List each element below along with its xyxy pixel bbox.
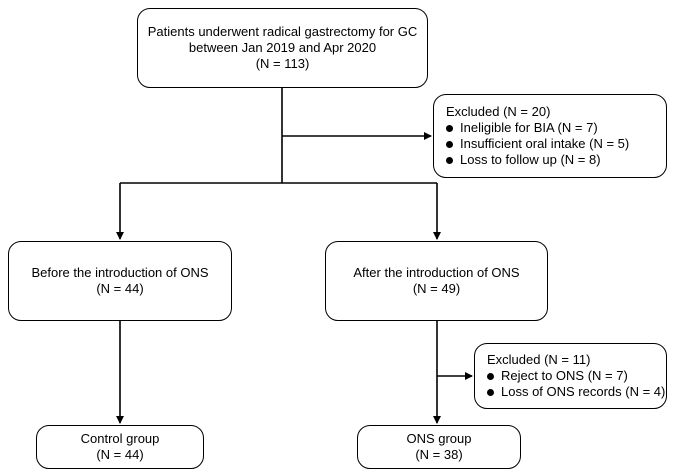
exclusion-2-title: Excluded (N = 11) xyxy=(487,352,591,367)
exclusion-1-item-text: Loss to follow up (N = 8) xyxy=(460,152,601,167)
before-ons-count: (N = 44) xyxy=(96,281,144,296)
exclusion-2-item-text: Reject to ONS (N = 7) xyxy=(501,368,628,383)
control-group-box: Control group (N = 44) xyxy=(36,425,204,469)
ons-group-count: (N = 38) xyxy=(415,447,463,462)
after-ons-count: (N = 49) xyxy=(412,281,461,296)
after-ons-box: After the introduction of ONS (N = 49) xyxy=(325,241,548,321)
exclusion-1-title: Excluded (N = 20) xyxy=(446,104,551,119)
exclusion-2-item-text: Loss of ONS records (N = 4) xyxy=(501,384,666,399)
before-ons-label: Before the introduction of ONS xyxy=(31,265,209,280)
control-group-count: (N = 44) xyxy=(96,447,144,462)
exclusion-1-item: Loss to follow up (N = 8) xyxy=(446,152,666,168)
exclusion-2-item: Reject to ONS (N = 7) xyxy=(487,368,666,384)
exclusion-1-item: Ineligible for BIA (N = 7) xyxy=(446,120,666,136)
enrollment-box: Patients underwent radical gastrectomy f… xyxy=(137,8,428,88)
bullet-icon xyxy=(446,140,453,148)
ons-group-box: ONS group (N = 38) xyxy=(357,425,521,469)
exclusion-box-1: Excluded (N = 20) Ineligible for BIA (N … xyxy=(433,94,667,178)
control-group-label: Control group xyxy=(80,431,160,446)
after-ons-label: After the introduction of ONS xyxy=(353,265,520,280)
enrollment-line-1: Patients underwent radical gastrectomy f… xyxy=(147,24,418,39)
bullet-icon xyxy=(446,156,453,164)
enrollment-line-2: between Jan 2019 and Apr 2020 xyxy=(188,40,377,55)
before-ons-box: Before the introduction of ONS (N = 44) xyxy=(8,241,232,321)
bullet-icon xyxy=(446,124,453,132)
exclusion-1-item: Insufficient oral intake (N = 5) xyxy=(446,136,666,152)
exclusion-2-item: Loss of ONS records (N = 4) xyxy=(487,384,666,400)
ons-group-label: ONS group xyxy=(406,431,472,446)
exclusion-1-item-text: Ineligible for BIA (N = 7) xyxy=(460,120,598,135)
exclusion-box-2: Excluded (N = 11) Reject to ONS (N = 7) … xyxy=(474,343,667,409)
bullet-icon xyxy=(487,388,494,396)
enrollment-count: (N = 113) xyxy=(255,56,310,71)
bullet-icon xyxy=(487,372,494,380)
exclusion-1-item-text: Insufficient oral intake (N = 5) xyxy=(460,136,630,151)
